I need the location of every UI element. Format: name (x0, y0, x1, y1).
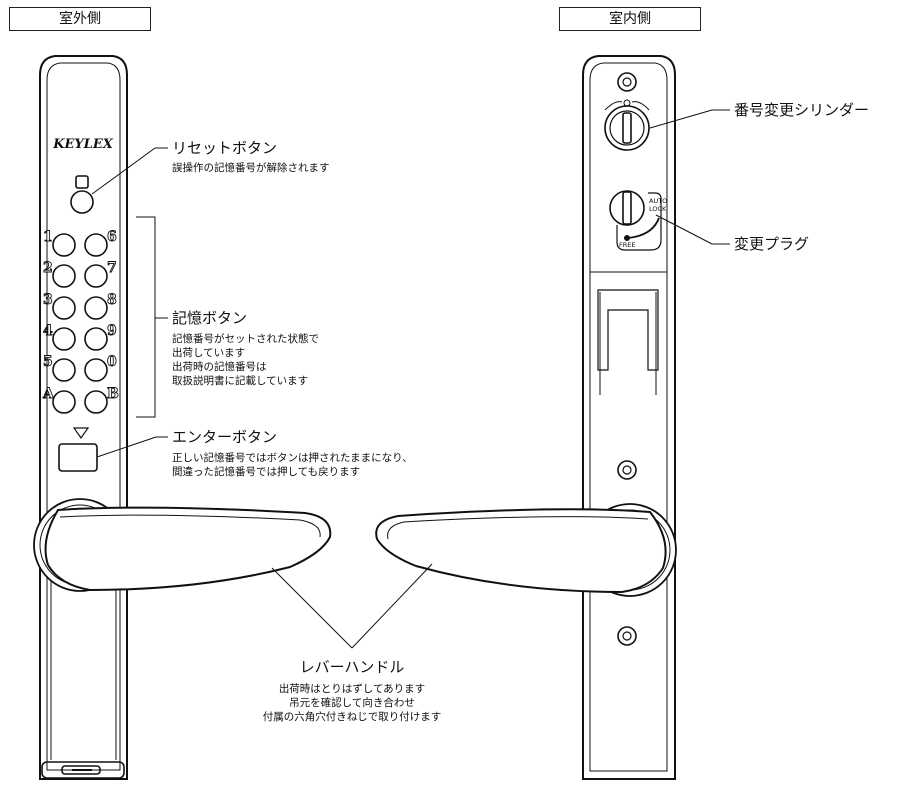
key-label: 1 (43, 229, 53, 245)
lever-handle-title: レバーハンドル (299, 658, 405, 676)
reset-button-title: リセットボタン (172, 139, 278, 157)
key-label: 2 (43, 260, 53, 276)
plug-lock-label: LOCK (649, 205, 667, 213)
change-plug-title: 変更プラグ (734, 235, 810, 253)
key-button[interactable] (84, 233, 108, 257)
key-button[interactable] (52, 264, 76, 288)
key-label: 4 (43, 323, 53, 339)
memory-button-title: 記憶ボタン (172, 309, 248, 327)
enter-triangle-icon (72, 427, 90, 440)
key-label: 8 (107, 292, 117, 308)
plug-free-label: FREE (619, 241, 635, 249)
callout-lines (91, 109, 730, 649)
key-label: B (107, 386, 119, 402)
outdoor-side-label: 室外側 (9, 7, 151, 31)
key-label: A (42, 386, 55, 402)
lever-handle-desc: 出荷時はとりはずしてあります 吊元を確認して向き合わせ 付属の六角穴付きねじで取… (262, 683, 442, 723)
plug-auto-label: AUTO (649, 197, 667, 205)
key-button[interactable] (52, 390, 76, 414)
key-button[interactable] (52, 358, 76, 382)
key-label: 0 (107, 354, 117, 370)
outdoor-lever-handle (33, 498, 332, 592)
enter-button-desc: 正しい記憶番号ではボタンは押されたままになり、 間違った記憶番号では押しても戻り… (172, 452, 413, 478)
key-button[interactable] (52, 233, 76, 257)
reset-button[interactable] (70, 190, 94, 214)
screw-icon (617, 626, 637, 646)
indoor-side-label: 室内側 (559, 7, 701, 31)
key-button[interactable] (84, 296, 108, 320)
key-button[interactable] (84, 264, 108, 288)
change-plug[interactable] (609, 190, 662, 251)
cylinder-title: 番号変更シリンダー (734, 101, 870, 119)
key-label: 9 (107, 323, 117, 339)
brand-logo: KEYLEX (52, 137, 114, 152)
indoor-lever-handle (375, 503, 677, 597)
key-label: 6 (107, 229, 117, 245)
key-button[interactable] (84, 327, 108, 351)
reset-indicator-icon (75, 175, 89, 189)
number-change-cylinder[interactable] (604, 99, 650, 151)
key-button[interactable] (84, 358, 108, 382)
key-button[interactable] (84, 390, 108, 414)
enter-button[interactable] (58, 443, 98, 472)
screw-icon (617, 72, 637, 92)
outdoor-unit (39, 55, 128, 780)
key-label: 5 (43, 354, 53, 370)
indoor-unit (582, 55, 676, 780)
reset-button-desc: 誤操作の記憶番号が解除されます (172, 162, 330, 174)
enter-button-title: エンターボタン (172, 428, 278, 446)
key-button[interactable] (52, 327, 76, 351)
key-label: 3 (43, 292, 53, 308)
screw-icon (617, 460, 637, 480)
memory-button-desc: 記憶番号がセットされた状態で 出荷しています 出荷時の記憶番号は 取扱説明書に記… (172, 333, 319, 387)
key-label: 7 (107, 260, 117, 276)
keypad (52, 233, 108, 414)
key-button[interactable] (52, 296, 76, 320)
